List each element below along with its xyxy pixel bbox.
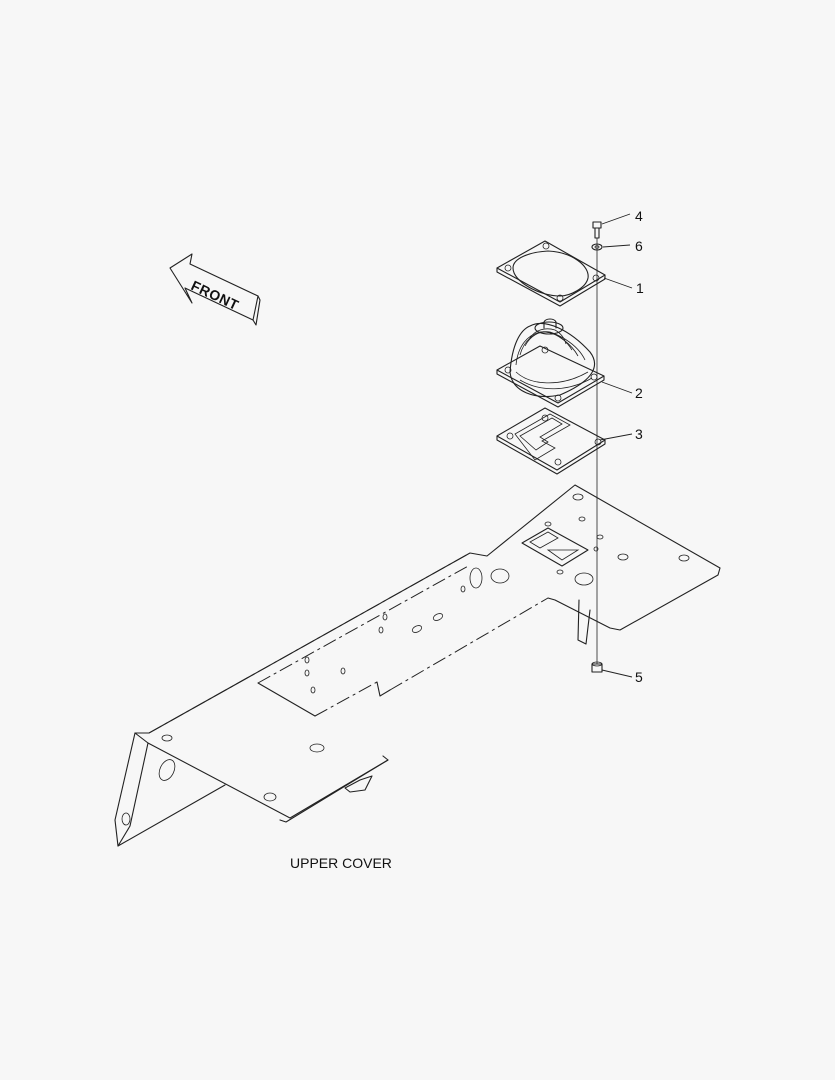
callout-6: 6 [635,238,643,254]
leader-lines [599,213,633,678]
front-arrow: FRONT [169,253,261,326]
part-4-bolt [592,221,602,239]
callout-5: 5 [635,669,643,685]
callout-2: 2 [635,385,643,401]
front-arrow-label: FRONT [189,277,242,313]
part-3-slot-plate [496,407,606,475]
upper-cover-plate [114,484,721,847]
callout-3: 3 [635,426,643,442]
part-2-shift-boot [496,318,605,408]
diagram-caption: UPPER COVER [290,855,392,871]
callout-4: 4 [635,208,643,224]
callout-1: 1 [636,280,644,296]
part-1-gasket-frame [496,240,606,307]
